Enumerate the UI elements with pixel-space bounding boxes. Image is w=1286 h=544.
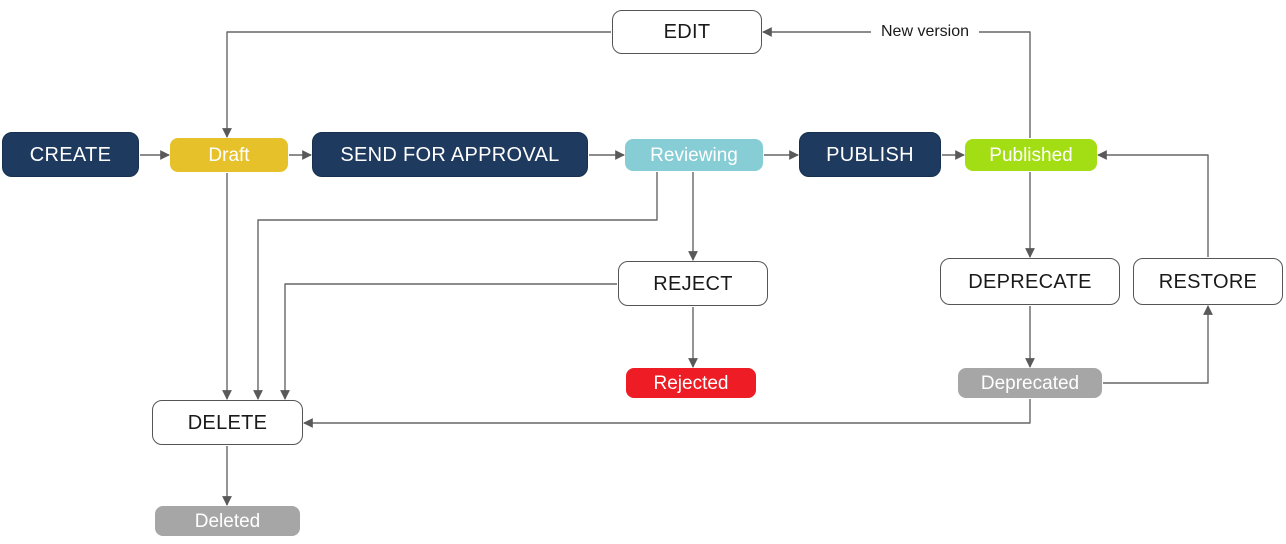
node-deprecated: Deprecated <box>958 368 1102 398</box>
node-published: Published <box>965 139 1097 171</box>
node-reject: REJECT <box>618 261 768 306</box>
node-restore: RESTORE <box>1133 258 1283 305</box>
node-send-for-approval: SEND FOR APPROVAL <box>312 132 588 177</box>
node-delete: DELETE <box>152 400 303 445</box>
edge-deprecated-to-restore <box>1103 305 1213 384</box>
node-deprecate: DEPRECATE <box>940 258 1120 305</box>
edges-group <box>140 27 1213 506</box>
node-publish: PUBLISH <box>799 132 941 177</box>
edge-published-to-edit <box>762 27 1031 138</box>
edge-restore-to-published <box>1097 150 1209 257</box>
edge-reviewing-to-delete <box>253 172 658 400</box>
node-edit: EDIT <box>612 10 762 54</box>
edge-deprecated-to-delete <box>303 399 1031 428</box>
node-rejected: Rejected <box>626 368 756 398</box>
edge-label-published-to-edit: New version <box>870 22 980 42</box>
node-deleted: Deleted <box>155 506 300 536</box>
edge-reject-to-delete <box>280 283 617 400</box>
node-draft: Draft <box>170 138 288 172</box>
node-reviewing: Reviewing <box>625 139 763 171</box>
edge-edit-to-draft <box>222 31 611 138</box>
node-create: CREATE <box>2 132 139 177</box>
